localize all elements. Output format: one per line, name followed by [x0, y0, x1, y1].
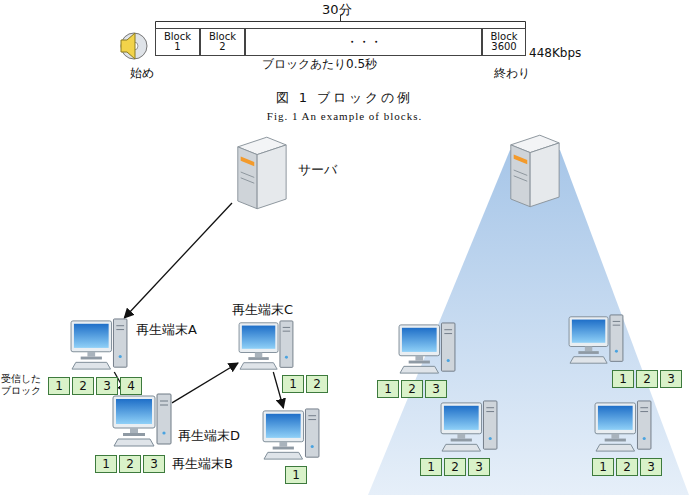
received-block-cell: 1 [48, 377, 70, 395]
annotation-label: 448Kbps [529, 46, 581, 60]
server-graphic [238, 137, 286, 209]
node-label: 再生端末B [172, 456, 233, 472]
received-block-cell: 1 [592, 458, 614, 476]
received-block-cell: 2 [636, 370, 658, 388]
received-block-cell: 2 [306, 375, 328, 393]
block-text: 3 [103, 380, 111, 392]
block-text: 4 [127, 380, 135, 392]
block-text: Block 2 [209, 32, 236, 53]
computer-graphic [263, 409, 319, 459]
block-text: 1 [384, 383, 392, 395]
server-icon [511, 135, 559, 207]
received-block-cell: 1 [282, 375, 304, 393]
block-text: 2 [313, 378, 321, 390]
block-text: Block 3600 [490, 32, 517, 53]
terminal-icon [441, 401, 497, 451]
annotation-label: ブロックあたり0.5秒 [262, 57, 377, 71]
terminal-node: 再生端末D [262, 408, 320, 462]
server-icon [232, 132, 290, 212]
received-block-cell: 2 [401, 380, 423, 398]
time-block: Block 2 [200, 28, 245, 56]
terminal-icon [70, 318, 128, 372]
received-block-cell: 3 [660, 370, 682, 388]
annotation-label: 受信した ブロック [1, 373, 45, 396]
terminal-icon [262, 408, 320, 462]
received-block-cell: 3 [468, 458, 490, 476]
received-block-cell: 1 [420, 458, 442, 476]
block-text: ・・・ [346, 36, 382, 49]
block-text: 2 [643, 373, 651, 385]
media-disc [121, 33, 147, 59]
received-block-cell: 3 [640, 458, 662, 476]
node-label: サーバ [298, 162, 337, 178]
terminal-icon [238, 320, 294, 372]
received-block-cell: 2 [444, 458, 466, 476]
computer-graphic [113, 394, 171, 446]
annotation-label: 30分 [322, 2, 352, 18]
block-text: 2 [408, 383, 416, 395]
computer-graphic [71, 319, 127, 369]
block-text: 2 [451, 461, 459, 473]
time-block: Block 3600 [482, 28, 526, 56]
block-text: 2 [126, 458, 134, 470]
received-block-cell: 2 [119, 455, 141, 473]
received-block-cell: 3 [143, 455, 165, 473]
block-text: 1 [55, 380, 63, 392]
block-text: 3 [475, 461, 483, 473]
block-text: 1 [289, 378, 297, 390]
block-text: 1 [599, 461, 607, 473]
flow-arrow [124, 203, 232, 318]
block-text: 1 [102, 458, 110, 470]
received-block-cell: 3 [96, 377, 118, 395]
computer-graphic [239, 321, 293, 369]
block-text: 1 [619, 373, 627, 385]
terminal-node: 再生端末C [238, 320, 294, 372]
annotation-label: 終わり [494, 66, 530, 80]
flow-arrow [172, 363, 238, 403]
block-text: 2 [623, 461, 631, 473]
figure-caption: 図 1 ブロックの例 [0, 90, 689, 106]
speaker-icon [121, 33, 135, 59]
received-block-cell: 4 [120, 377, 142, 395]
received-block-cell: 2 [72, 377, 94, 395]
annotation-label: 始め [130, 66, 154, 80]
block-text: 3 [647, 461, 655, 473]
received-block-cell: 3 [425, 380, 447, 398]
terminal-node: 再生端末A [70, 318, 128, 372]
block-text: 3 [150, 458, 158, 470]
received-block-cell: 1 [95, 455, 117, 473]
block-text: 2 [79, 380, 87, 392]
terminal-icon [569, 315, 623, 363]
terminal-icon [112, 393, 172, 449]
node-label: 再生端末A [136, 322, 197, 338]
time-block: ・・・ [245, 28, 482, 56]
block-text: Block 1 [164, 32, 191, 53]
terminal-icon [399, 323, 455, 373]
received-block-cell: 1 [612, 370, 634, 388]
node-label: 再生端末D [178, 428, 240, 444]
block-text: 3 [667, 373, 675, 385]
server-node: サーバ [232, 132, 290, 212]
time-block: Block 1 [155, 28, 200, 56]
terminal-icon [595, 401, 651, 451]
received-block-cell: 2 [616, 458, 638, 476]
received-block-cell: 1 [377, 380, 399, 398]
node-label: 再生端末C [232, 302, 293, 318]
received-block-cell: 1 [285, 466, 307, 484]
block-text: 1 [292, 469, 300, 481]
terminal-node: 再生端末B [112, 393, 172, 449]
block-text: 3 [432, 383, 440, 395]
figure-caption-en: Fig. 1 An example of blocks. [0, 110, 689, 123]
block-text: 1 [427, 461, 435, 473]
